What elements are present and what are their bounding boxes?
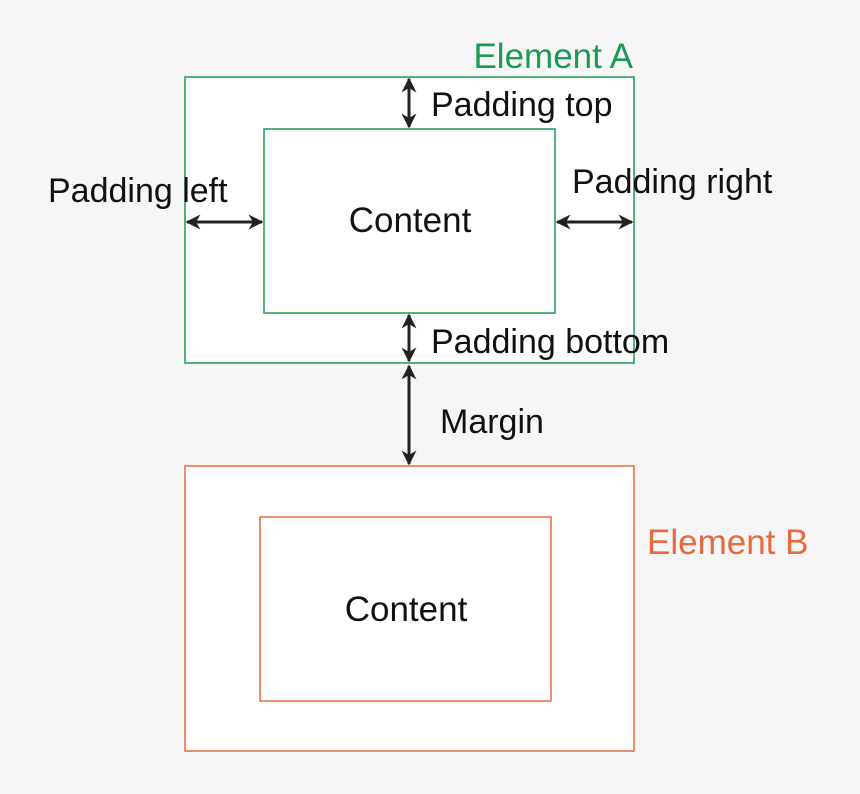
margin-label: Margin [440,403,544,441]
element-b-content-label: Content [345,590,468,629]
element-a-content-box [263,128,556,314]
element-b-title: Element B [647,523,808,562]
margin: Margin [401,364,544,466]
padding-bottom-label: Padding bottom [431,323,669,361]
padding-right-label: Padding right [572,163,773,201]
padding-left-label: Padding left [48,172,228,210]
padding-top-label: Padding top [431,86,613,124]
element-a: Element A Content Padding top Padding le… [48,37,773,364]
element-b-content-box [259,516,552,702]
element-a-title: Element A [473,37,633,76]
element-b: Element B Content [184,465,808,752]
element-a-content-label: Content [349,201,472,240]
